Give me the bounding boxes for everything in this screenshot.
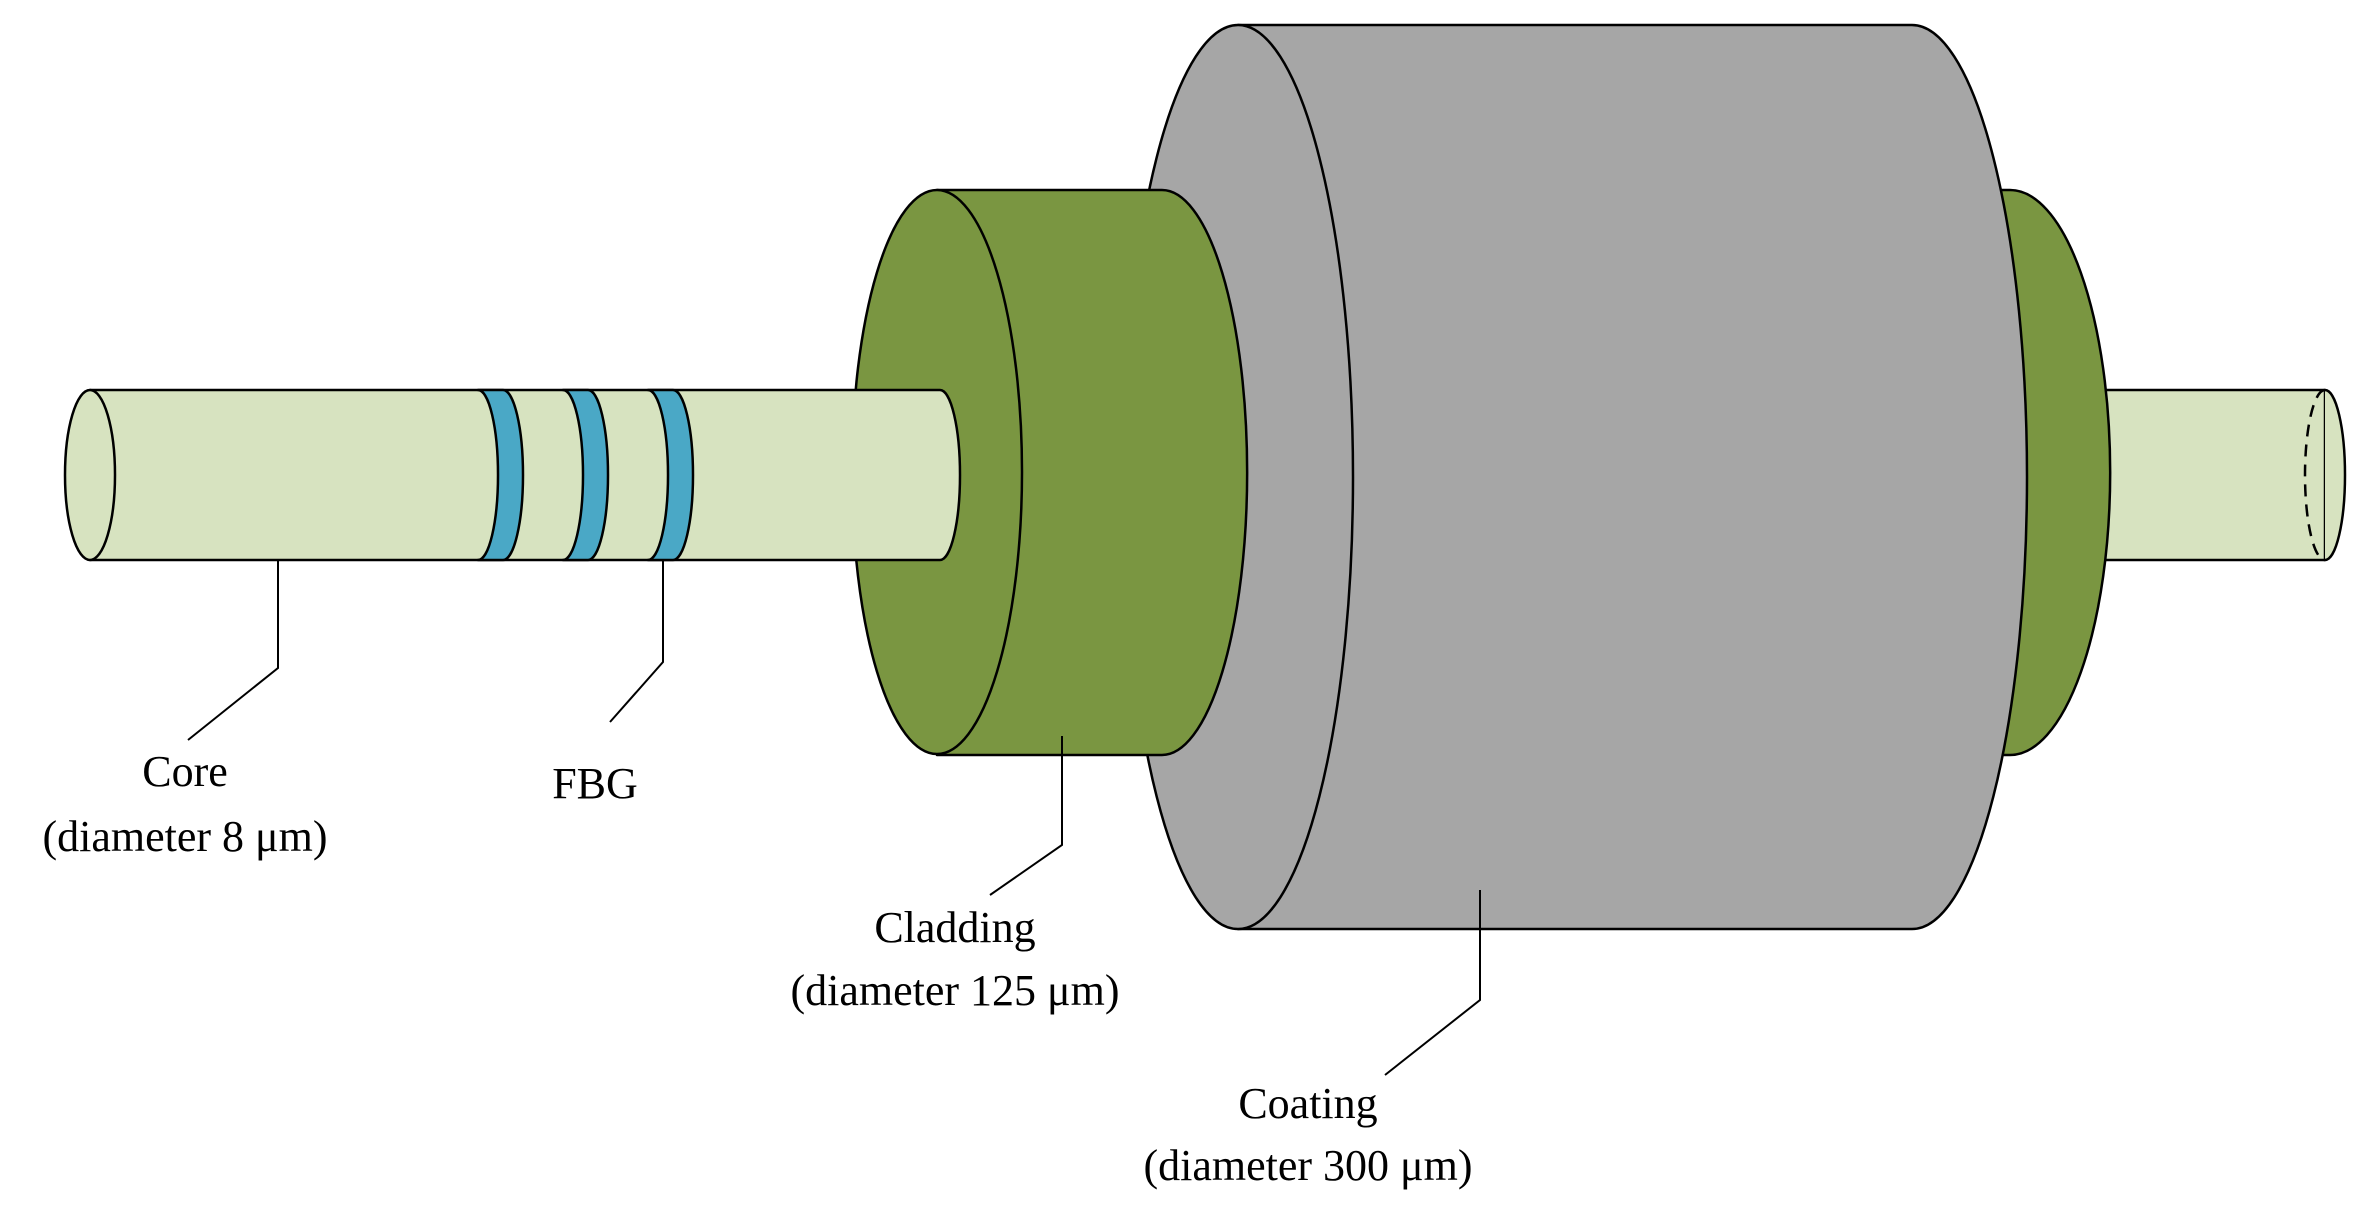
coating-cylinder <box>1121 23 2029 931</box>
coating-label: Coating <box>1238 1079 1377 1128</box>
fbg-label: FBG <box>552 759 638 808</box>
coating-diameter-label: (diameter 300 μm) <box>1143 1141 1472 1190</box>
grating-band <box>646 388 695 562</box>
grating-band <box>561 388 610 562</box>
cladding-diameter-label: (diameter 125 μm) <box>790 966 1119 1015</box>
grating-band <box>476 388 525 562</box>
fbg-leader-line <box>609 560 664 723</box>
core-leader-line <box>187 560 279 741</box>
core-diameter-label: (diameter 8 μm) <box>42 812 327 861</box>
core-front-face <box>63 388 117 562</box>
fbg-gratings <box>476 388 695 562</box>
cladding-label: Cladding <box>874 903 1035 952</box>
core-left-segment <box>63 388 962 562</box>
coating-leader-line <box>1384 890 1481 1076</box>
cladding-leader-line <box>989 736 1063 896</box>
core-label: Core <box>142 747 228 796</box>
core-hidden-edge <box>2303 388 2326 562</box>
